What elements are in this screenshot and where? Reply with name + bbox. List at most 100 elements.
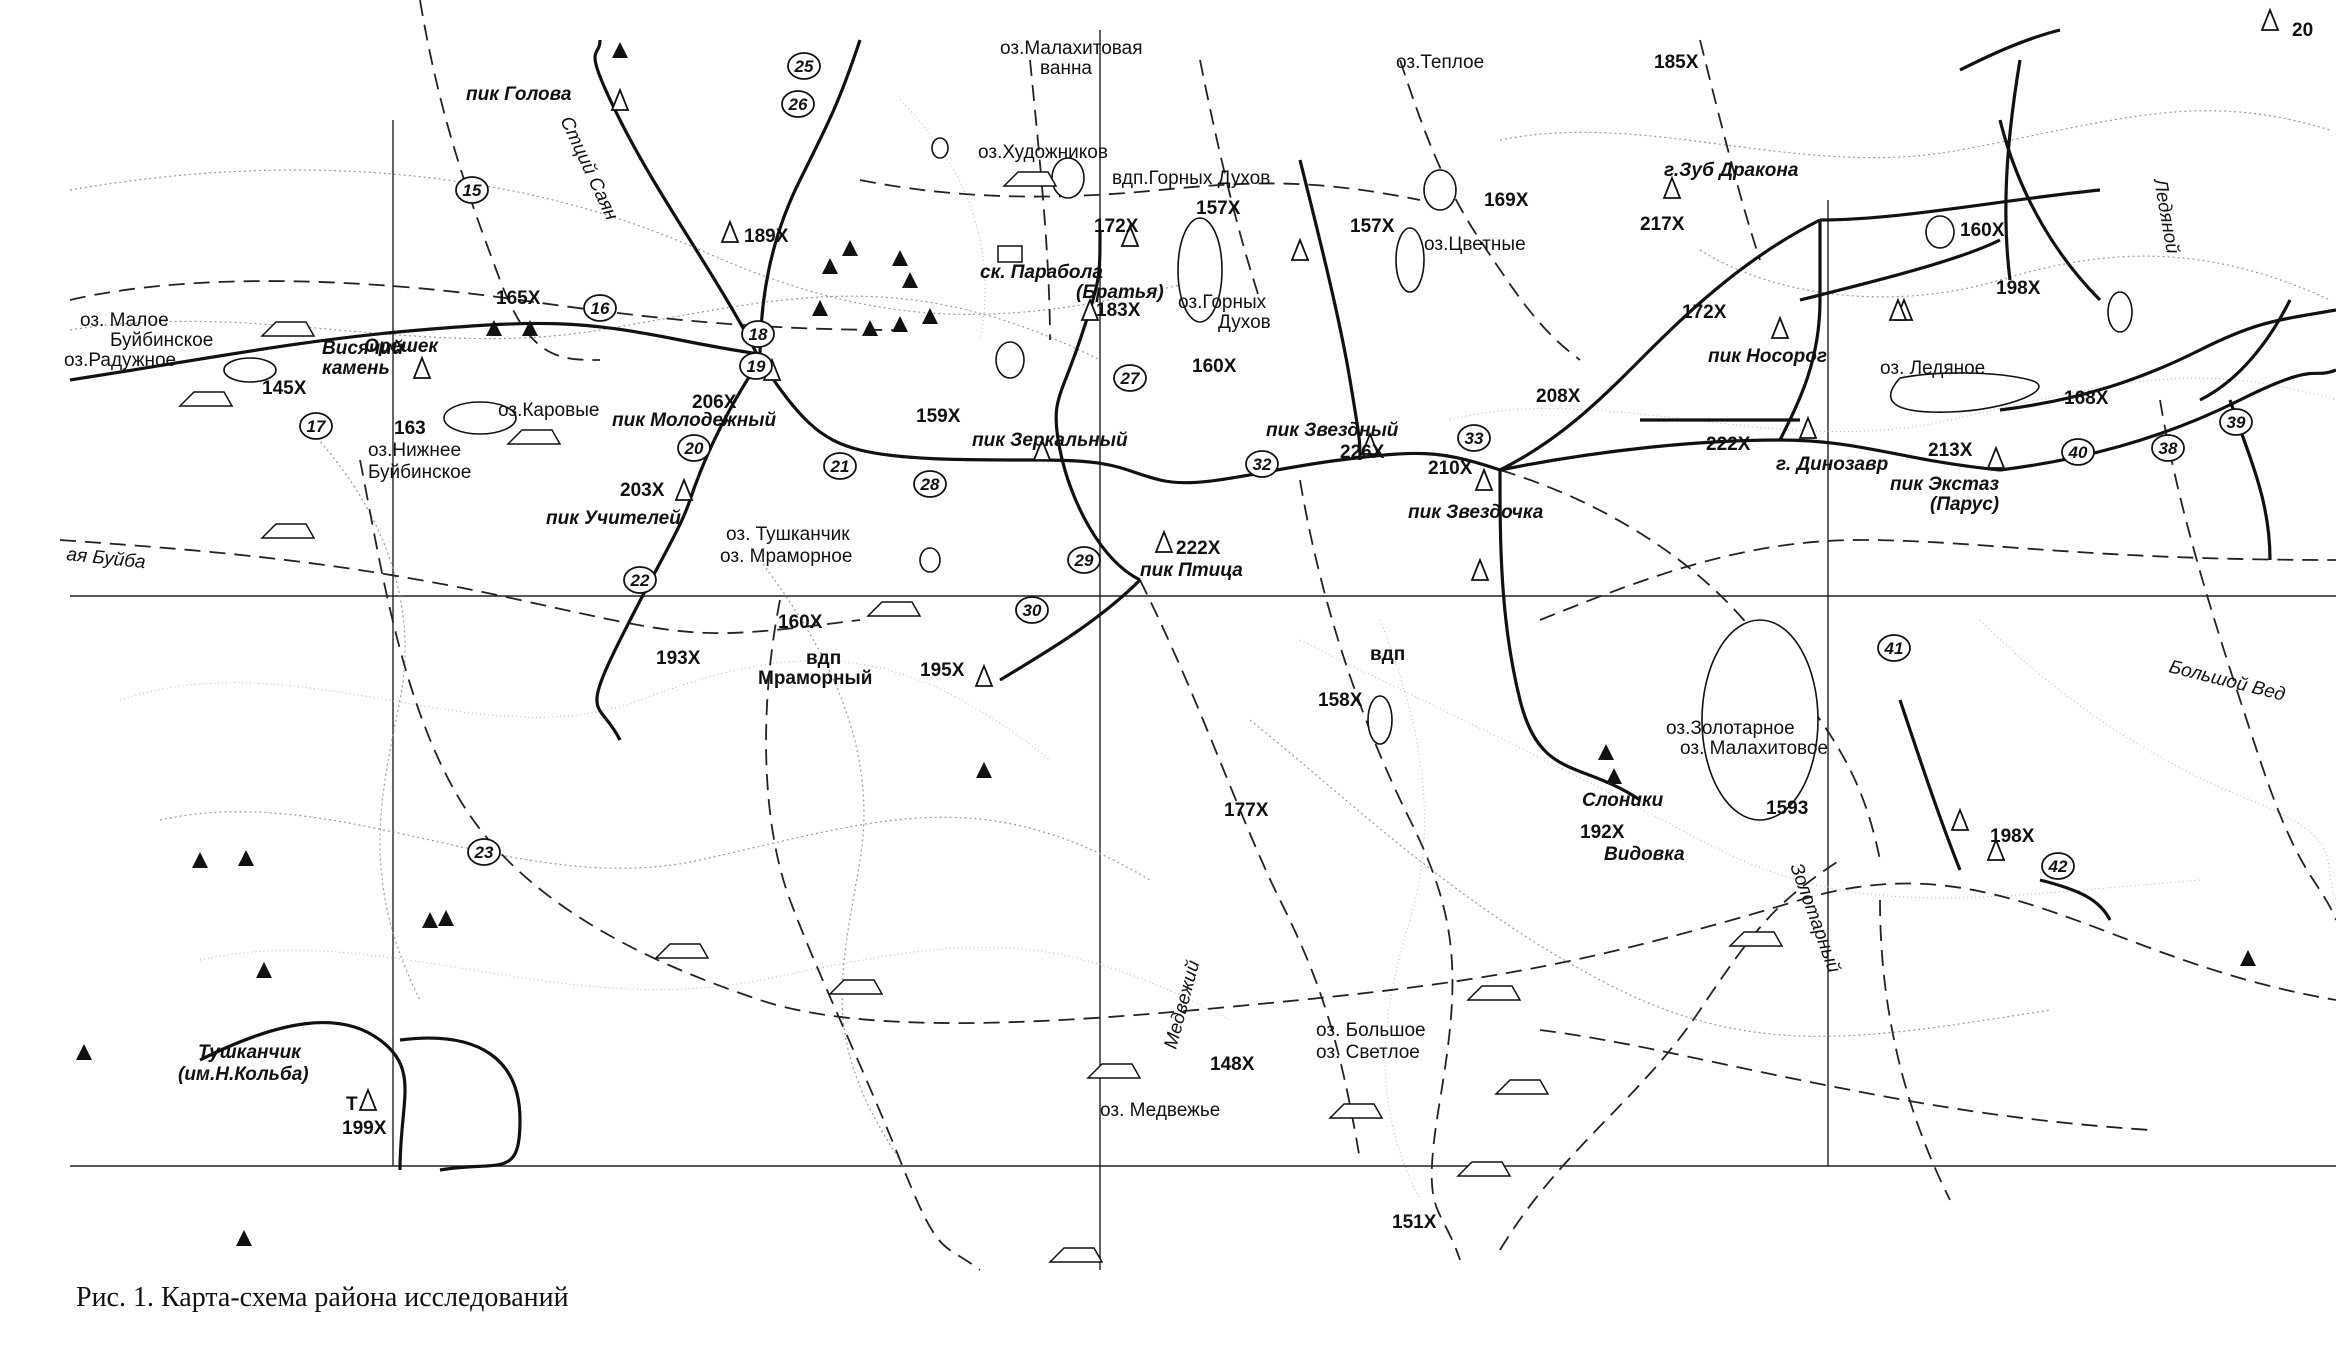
station-marker-16: 16 <box>583 294 617 322</box>
peak-label: пик Молодежный <box>612 410 776 431</box>
peak-label: камень <box>322 358 390 379</box>
river-label: Стций Саян <box>555 113 622 224</box>
peak-label: (Парус) <box>1930 494 1999 515</box>
main-trails <box>69 28 2336 1172</box>
station-circle <box>1877 634 1911 662</box>
elevation-label: 210X <box>1428 458 1473 479</box>
station-marker-33: 33 <box>1457 424 1491 452</box>
elevation-label: 217X <box>1640 214 1685 235</box>
station-number: 20 <box>684 439 704 458</box>
lake-label: оз.Нижнее <box>368 440 461 461</box>
lake-label: оз. Светлое <box>1316 1042 1420 1063</box>
station-circle <box>739 352 773 380</box>
station-marker-25: 25 <box>787 52 821 80</box>
station-number: 21 <box>830 457 850 476</box>
station-circle <box>623 566 657 594</box>
station-marker-32: 32 <box>1245 450 1279 478</box>
lake-label: оз. Медвежье <box>1100 1100 1220 1121</box>
elevation-label: 168X <box>2064 388 2109 409</box>
station-number: 41 <box>1884 639 1904 658</box>
elevation-label: 213X <box>1928 440 1973 461</box>
station-marker-18: 18 <box>741 320 775 348</box>
lake-label: Духов <box>1218 312 1271 333</box>
peak-label: Слоники <box>1582 790 1664 811</box>
station-number: 29 <box>1074 551 1094 570</box>
station-marker-20: 20 <box>677 434 711 462</box>
station-marker-41: 41 <box>1877 634 1911 662</box>
lake-label: оз.Теплое <box>1396 52 1484 73</box>
station-marker-39: 39 <box>2219 408 2253 436</box>
lake-label: оз.Каровые <box>498 400 599 421</box>
pass-label: вдп.Горных Духов <box>1112 168 1270 189</box>
station-circle <box>913 470 947 498</box>
elevation-label: 145X <box>262 378 307 399</box>
station-circle <box>741 320 775 348</box>
elevation-label: 163 <box>394 418 426 439</box>
station-circle <box>583 294 617 322</box>
elevation-label: 157X <box>1350 216 1395 237</box>
pass-label: Мраморный <box>758 668 872 689</box>
station-marker-26: 26 <box>781 90 815 118</box>
elevation-label: 206X <box>692 392 737 413</box>
station-marker-21: 21 <box>823 452 857 480</box>
elevation-label: 195X <box>920 660 965 681</box>
pass-label: ск. Парабола <box>980 262 1103 283</box>
pass-label: вдп <box>806 648 841 669</box>
station-circle <box>1245 450 1279 478</box>
station-number: 33 <box>1465 429 1484 448</box>
peak-label: Видовка <box>1604 844 1685 865</box>
pass-label: вдп <box>1370 644 1405 665</box>
elevation-label: 203X <box>620 480 665 501</box>
station-number: 28 <box>920 475 940 494</box>
elevation-label: 158X <box>1318 690 1363 711</box>
elevation-label: 172X <box>1682 302 1727 323</box>
station-marker-42: 42 <box>2041 852 2075 880</box>
station-number: 26 <box>788 95 808 114</box>
station-number: 32 <box>1253 455 1272 474</box>
station-circle <box>781 90 815 118</box>
lake-label: оз.Цветные <box>1424 234 1526 255</box>
peak-label: Тушканчик <box>198 1042 302 1063</box>
station-circle <box>467 838 501 866</box>
station-number: 42 <box>2048 857 2068 876</box>
elevation-label: 169X <box>1484 190 1529 211</box>
station-number: 22 <box>630 571 650 590</box>
elevation-label: 193X <box>656 648 701 669</box>
lake-label: Буйбинское <box>368 462 471 483</box>
station-number: 19 <box>747 357 766 376</box>
elevation-label: 222X <box>1706 434 1751 455</box>
elevation-label: 160X <box>778 612 823 633</box>
elevation-label: 160X <box>1960 220 2005 241</box>
station-circle <box>677 434 711 462</box>
station-circle <box>299 412 333 440</box>
lake-label: оз. Малахитовое <box>1680 738 1828 759</box>
station-circle <box>1457 424 1491 452</box>
station-circle <box>2151 434 2185 462</box>
station-marker-23: 23 <box>467 838 501 866</box>
station-circle <box>1015 596 1049 624</box>
station-number: 16 <box>591 299 610 318</box>
station-markers: 15 16 17 18 19 20 21 22 23 25 26 27 28 29 30 32 33 38 39 40… <box>299 52 2253 880</box>
station-marker-22: 22 <box>623 566 657 594</box>
station-number: 27 <box>1120 369 1141 388</box>
station-circle <box>2041 852 2075 880</box>
station-marker-38: 38 <box>2151 434 2185 462</box>
station-number: 17 <box>307 417 327 436</box>
station-circle <box>823 452 857 480</box>
station-circle <box>2061 438 2095 466</box>
forest-symbols <box>76 42 2256 1246</box>
elevation-label: 198X <box>1996 278 2041 299</box>
station-number: 30 <box>1023 601 1042 620</box>
station-marker-40: 40 <box>2061 438 2095 466</box>
lake-label: оз. Мраморное <box>720 546 852 567</box>
elevation-label: 189X <box>744 226 789 247</box>
lake-label: оз. Малое <box>80 310 169 331</box>
lake-label: оз.Золотарное <box>1666 718 1795 739</box>
elevation-label: 208X <box>1536 386 1581 407</box>
river-label: Медвежий <box>1161 958 1205 1052</box>
station-number: 39 <box>2227 413 2246 432</box>
station-number: 15 <box>463 181 482 200</box>
station-number: 40 <box>2068 443 2088 462</box>
station-number: 18 <box>749 325 768 344</box>
